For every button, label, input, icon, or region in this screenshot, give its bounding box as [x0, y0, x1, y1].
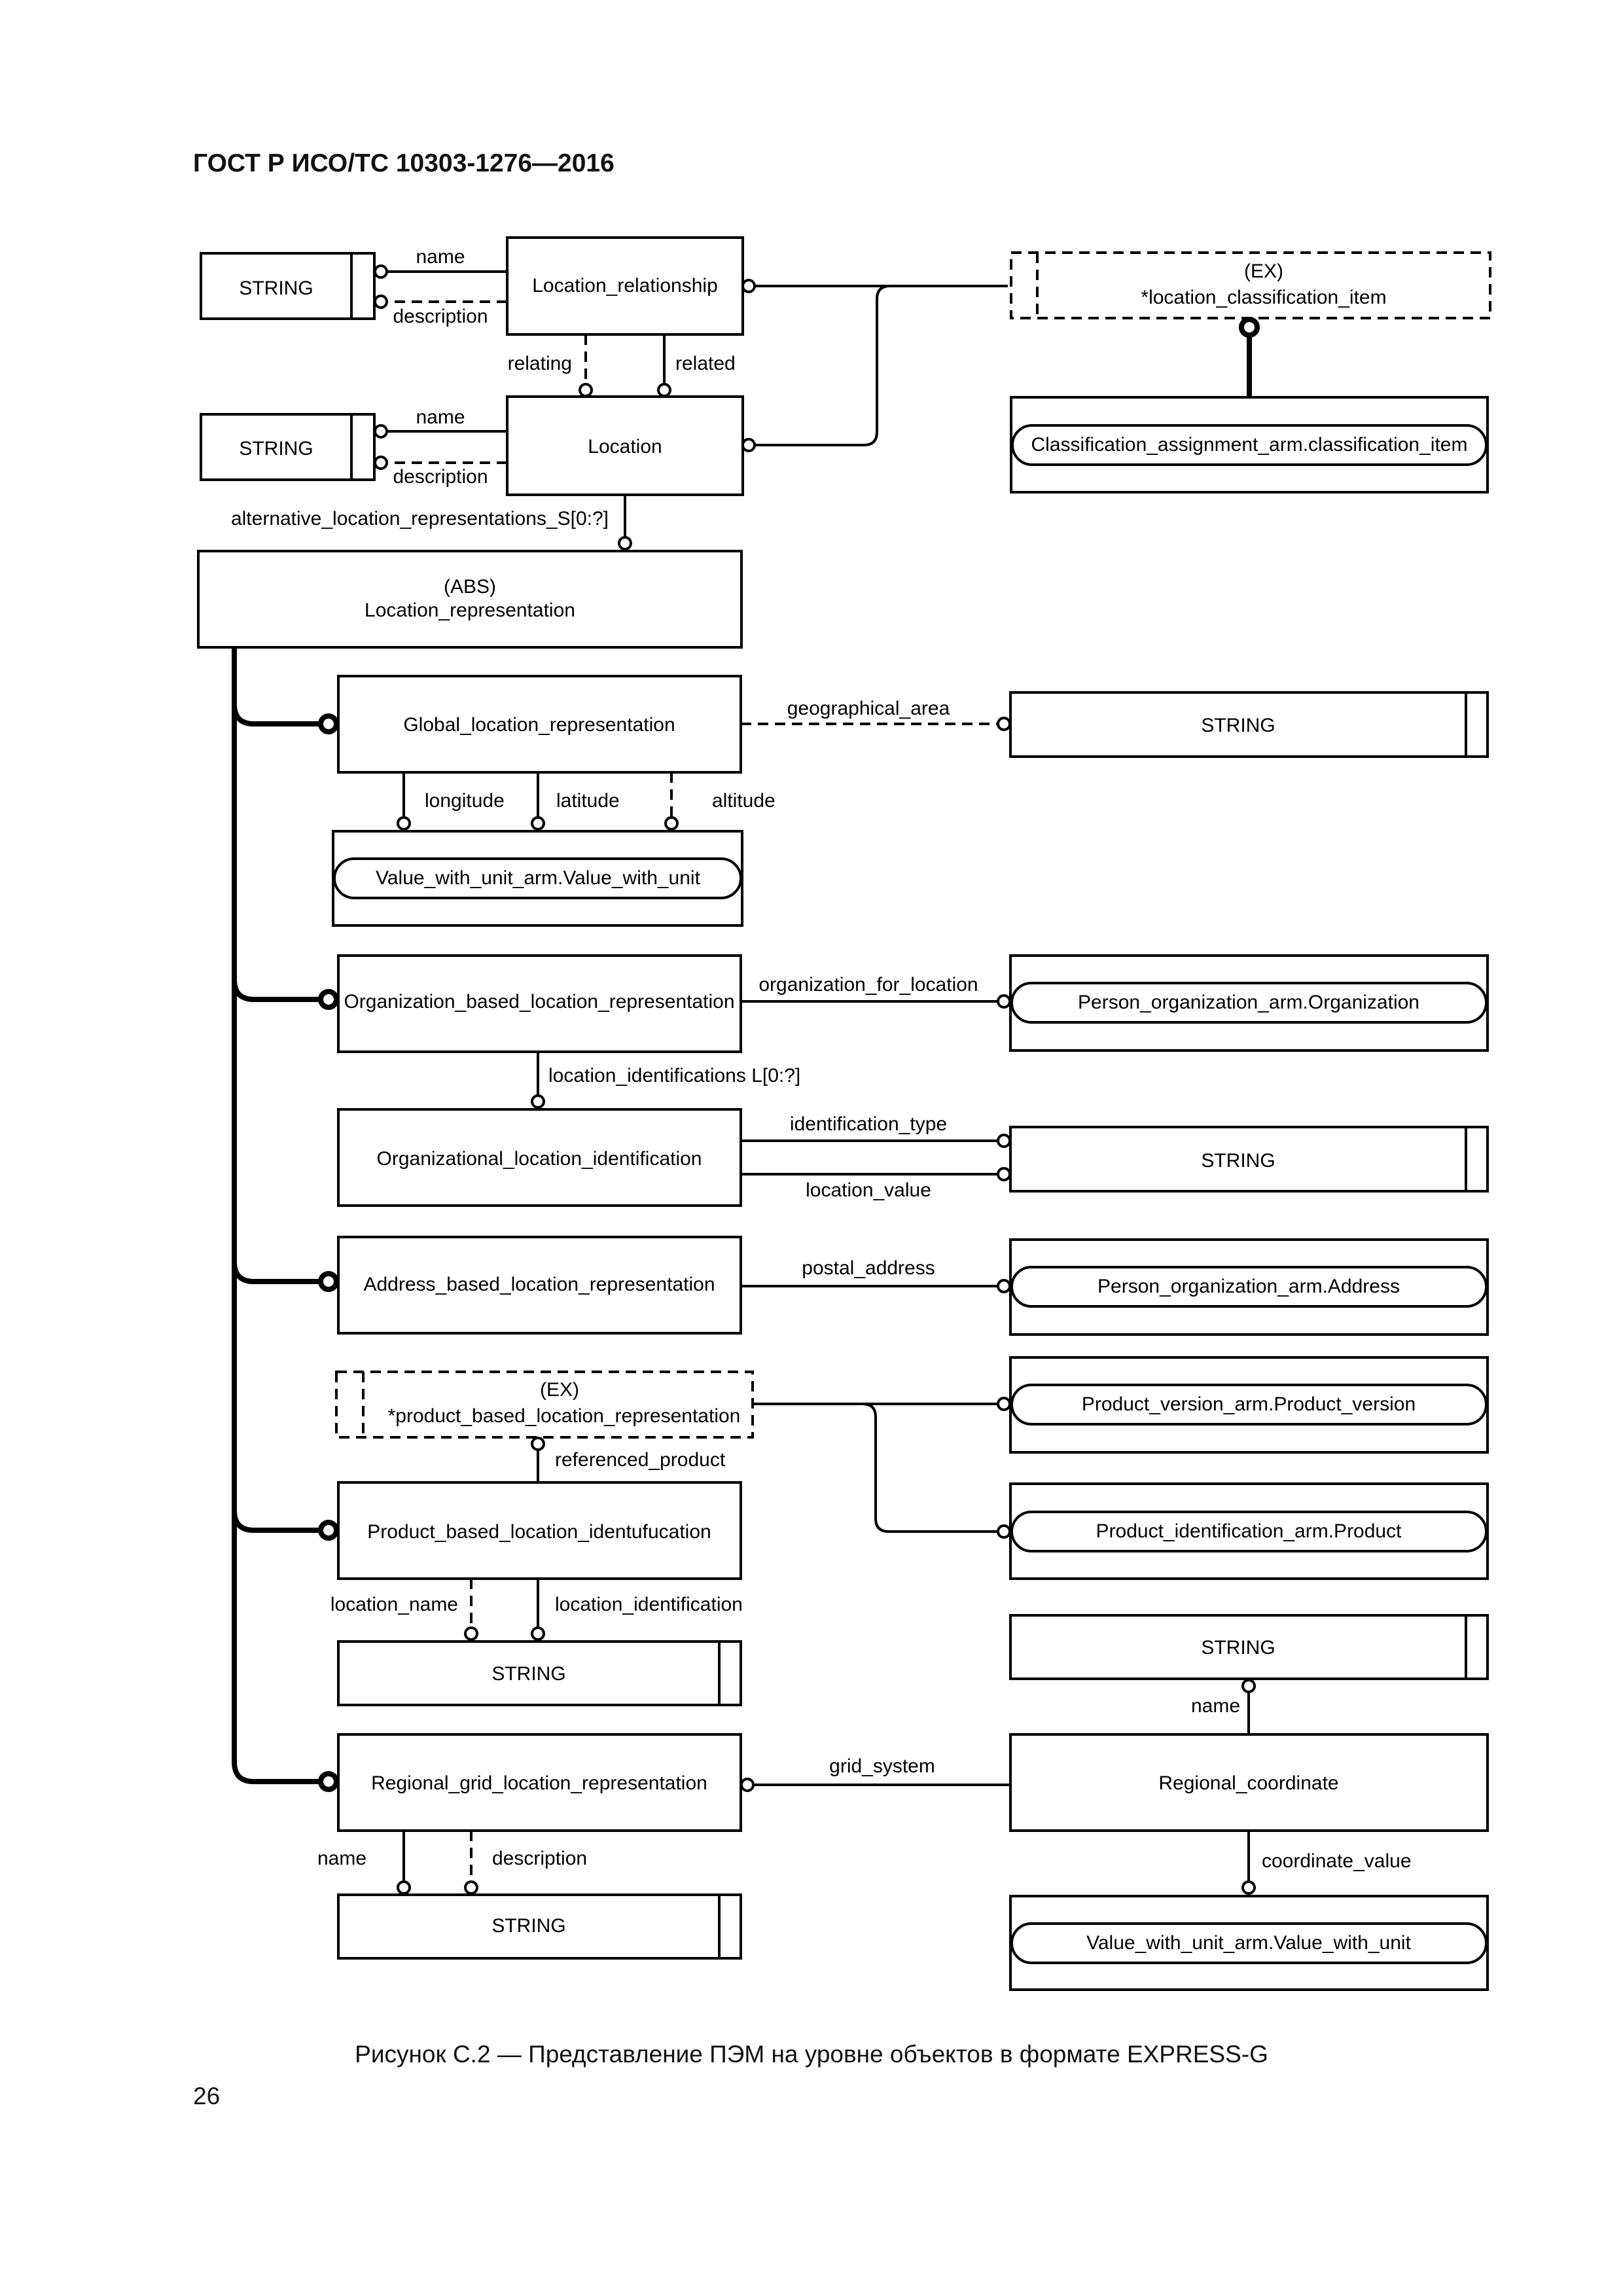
attr-label: name — [416, 406, 465, 428]
location-box: Location — [506, 395, 744, 496]
entity-label: Location — [588, 436, 662, 457]
regional-grid-location-representation-box: Regional_grid_location_representation — [337, 1733, 742, 1832]
ref-label: Person_organization_arm.Address — [1097, 1276, 1400, 1297]
type-label: STRING — [1201, 715, 1275, 736]
location-representation-box: (ABS) Location_representation — [197, 550, 743, 649]
entity-label: Location_relationship — [532, 275, 718, 296]
ext-entity-label: *product_based_location_representation — [388, 1405, 741, 1427]
attr-label: identification_type — [790, 1113, 947, 1135]
attr-label: description — [492, 1848, 587, 1869]
string-type-box-1: STRING — [200, 252, 376, 320]
attr-label: location_identification — [555, 1594, 743, 1615]
ref-label: Value_with_unit_arm.Value_with_unit — [1086, 1932, 1412, 1954]
attr-label: coordinate_value — [1262, 1850, 1412, 1872]
type-label: STRING — [1201, 1150, 1275, 1172]
attr-label: location_name — [330, 1594, 458, 1615]
type-label: STRING — [491, 1663, 565, 1685]
entity-label: Location_representation — [365, 600, 575, 621]
ref-organization: Person_organization_arm.Organization — [1009, 954, 1489, 1052]
string-type-box-3: STRING — [1009, 691, 1489, 758]
type-label: STRING — [1201, 1637, 1275, 1659]
address-based-location-representation-box: Address_based_location_representation — [337, 1236, 742, 1335]
ref-label: Classification_assignment_arm.classifica… — [1031, 434, 1468, 456]
entity-label: Regional_coordinate — [1158, 1772, 1338, 1794]
ref-value-with-unit-1: Value_with_unit_arm.Value_with_unit — [332, 830, 743, 927]
attr-label: location_identifications L[0:?] — [548, 1065, 800, 1086]
string-type-box-5: STRING — [337, 1640, 742, 1706]
ref-label: Product_identification_arm.Product — [1096, 1520, 1402, 1542]
entity-label: Address_based_location_representation — [363, 1274, 715, 1295]
entity-label: Global_location_representation — [403, 714, 675, 736]
location-relationship-box: Location_relationship — [506, 236, 744, 336]
attr-label: altitude — [712, 790, 776, 812]
global-location-representation-box: Global_location_representation — [337, 675, 742, 774]
regional-coordinate-box: Regional_coordinate — [1009, 1733, 1489, 1832]
string-type-box-7: STRING — [337, 1893, 742, 1960]
entity-label: Organizational_location_identification — [377, 1148, 702, 1170]
figure-caption: Рисунок С.2 — Представление ПЭМ на уровн… — [355, 2041, 1268, 2068]
type-label: STRING — [491, 1915, 565, 1937]
abs-tag: (ABS) — [444, 576, 496, 598]
attr-label: referenced_product — [555, 1449, 726, 1471]
attr-label: related — [675, 353, 736, 374]
entity-label: Product_based_location_identufucation — [367, 1521, 711, 1543]
attr-label: postal_address — [802, 1257, 935, 1279]
organization-based-location-representation-box: Organization_based_location_representati… — [337, 954, 742, 1053]
ref-label: Person_organization_arm.Organization — [1078, 992, 1419, 1013]
ref-value-with-unit-2: Value_with_unit_arm.Value_with_unit — [1009, 1895, 1489, 1991]
attr-label: longitude — [425, 790, 505, 812]
ex-tag: (EX) — [540, 1379, 579, 1401]
attr-label: location_value — [806, 1179, 931, 1201]
attr-label: organization_for_location — [758, 974, 978, 996]
subtype-trunk — [232, 647, 321, 1784]
document-header: ГОСТ Р ИСО/ТС 10303-1276—2016 — [193, 149, 615, 177]
page-number: 26 — [193, 2083, 221, 2109]
ref-label: Value_with_unit_arm.Value_with_unit — [376, 867, 701, 889]
string-type-box-4: STRING — [1009, 1126, 1489, 1193]
attr-label: geographical_area — [787, 698, 950, 719]
ext-entity-label: *location_classification_item — [1141, 287, 1386, 308]
attr-label: latitude — [556, 790, 620, 812]
ex-tag: (EX) — [1244, 260, 1283, 282]
entity-label: Regional_grid_location_representation — [371, 1772, 707, 1794]
ext-location-classification-item: (EX) *location_classification_item — [1010, 251, 1491, 319]
type-label: STRING — [239, 438, 313, 459]
ext-product-based-location-representation: (EX) *product_based_location_representat… — [335, 1371, 754, 1439]
type-label: STRING — [239, 278, 313, 299]
attr-label: name — [416, 246, 465, 268]
product-based-location-identufucation-box: Product_based_location_identufucation — [337, 1481, 742, 1580]
attr-label: alternative_location_representations_S[0… — [231, 508, 609, 529]
organizational-location-identification-box: Organizational_location_identification — [337, 1108, 742, 1207]
ref-product: Product_identification_arm.Product — [1009, 1482, 1489, 1580]
string-type-box-6: STRING — [1009, 1614, 1489, 1680]
ref-address: Person_organization_arm.Address — [1009, 1238, 1489, 1336]
attr-label: grid_system — [829, 1755, 935, 1777]
attr-label: name — [1191, 1695, 1240, 1717]
ref-classification-item: Classification_assignment_arm.classifica… — [1010, 396, 1489, 493]
ref-label: Product_version_arm.Product_version — [1082, 1393, 1416, 1415]
string-type-box-2: STRING — [200, 413, 376, 481]
entity-label: Organization_based_location_representati… — [344, 991, 734, 1013]
attr-label: description — [393, 306, 488, 327]
attr-label: description — [393, 466, 488, 488]
ref-product-version: Product_version_arm.Product_version — [1009, 1356, 1489, 1454]
attr-label: name — [317, 1848, 366, 1869]
attr-label: relating — [508, 353, 572, 374]
